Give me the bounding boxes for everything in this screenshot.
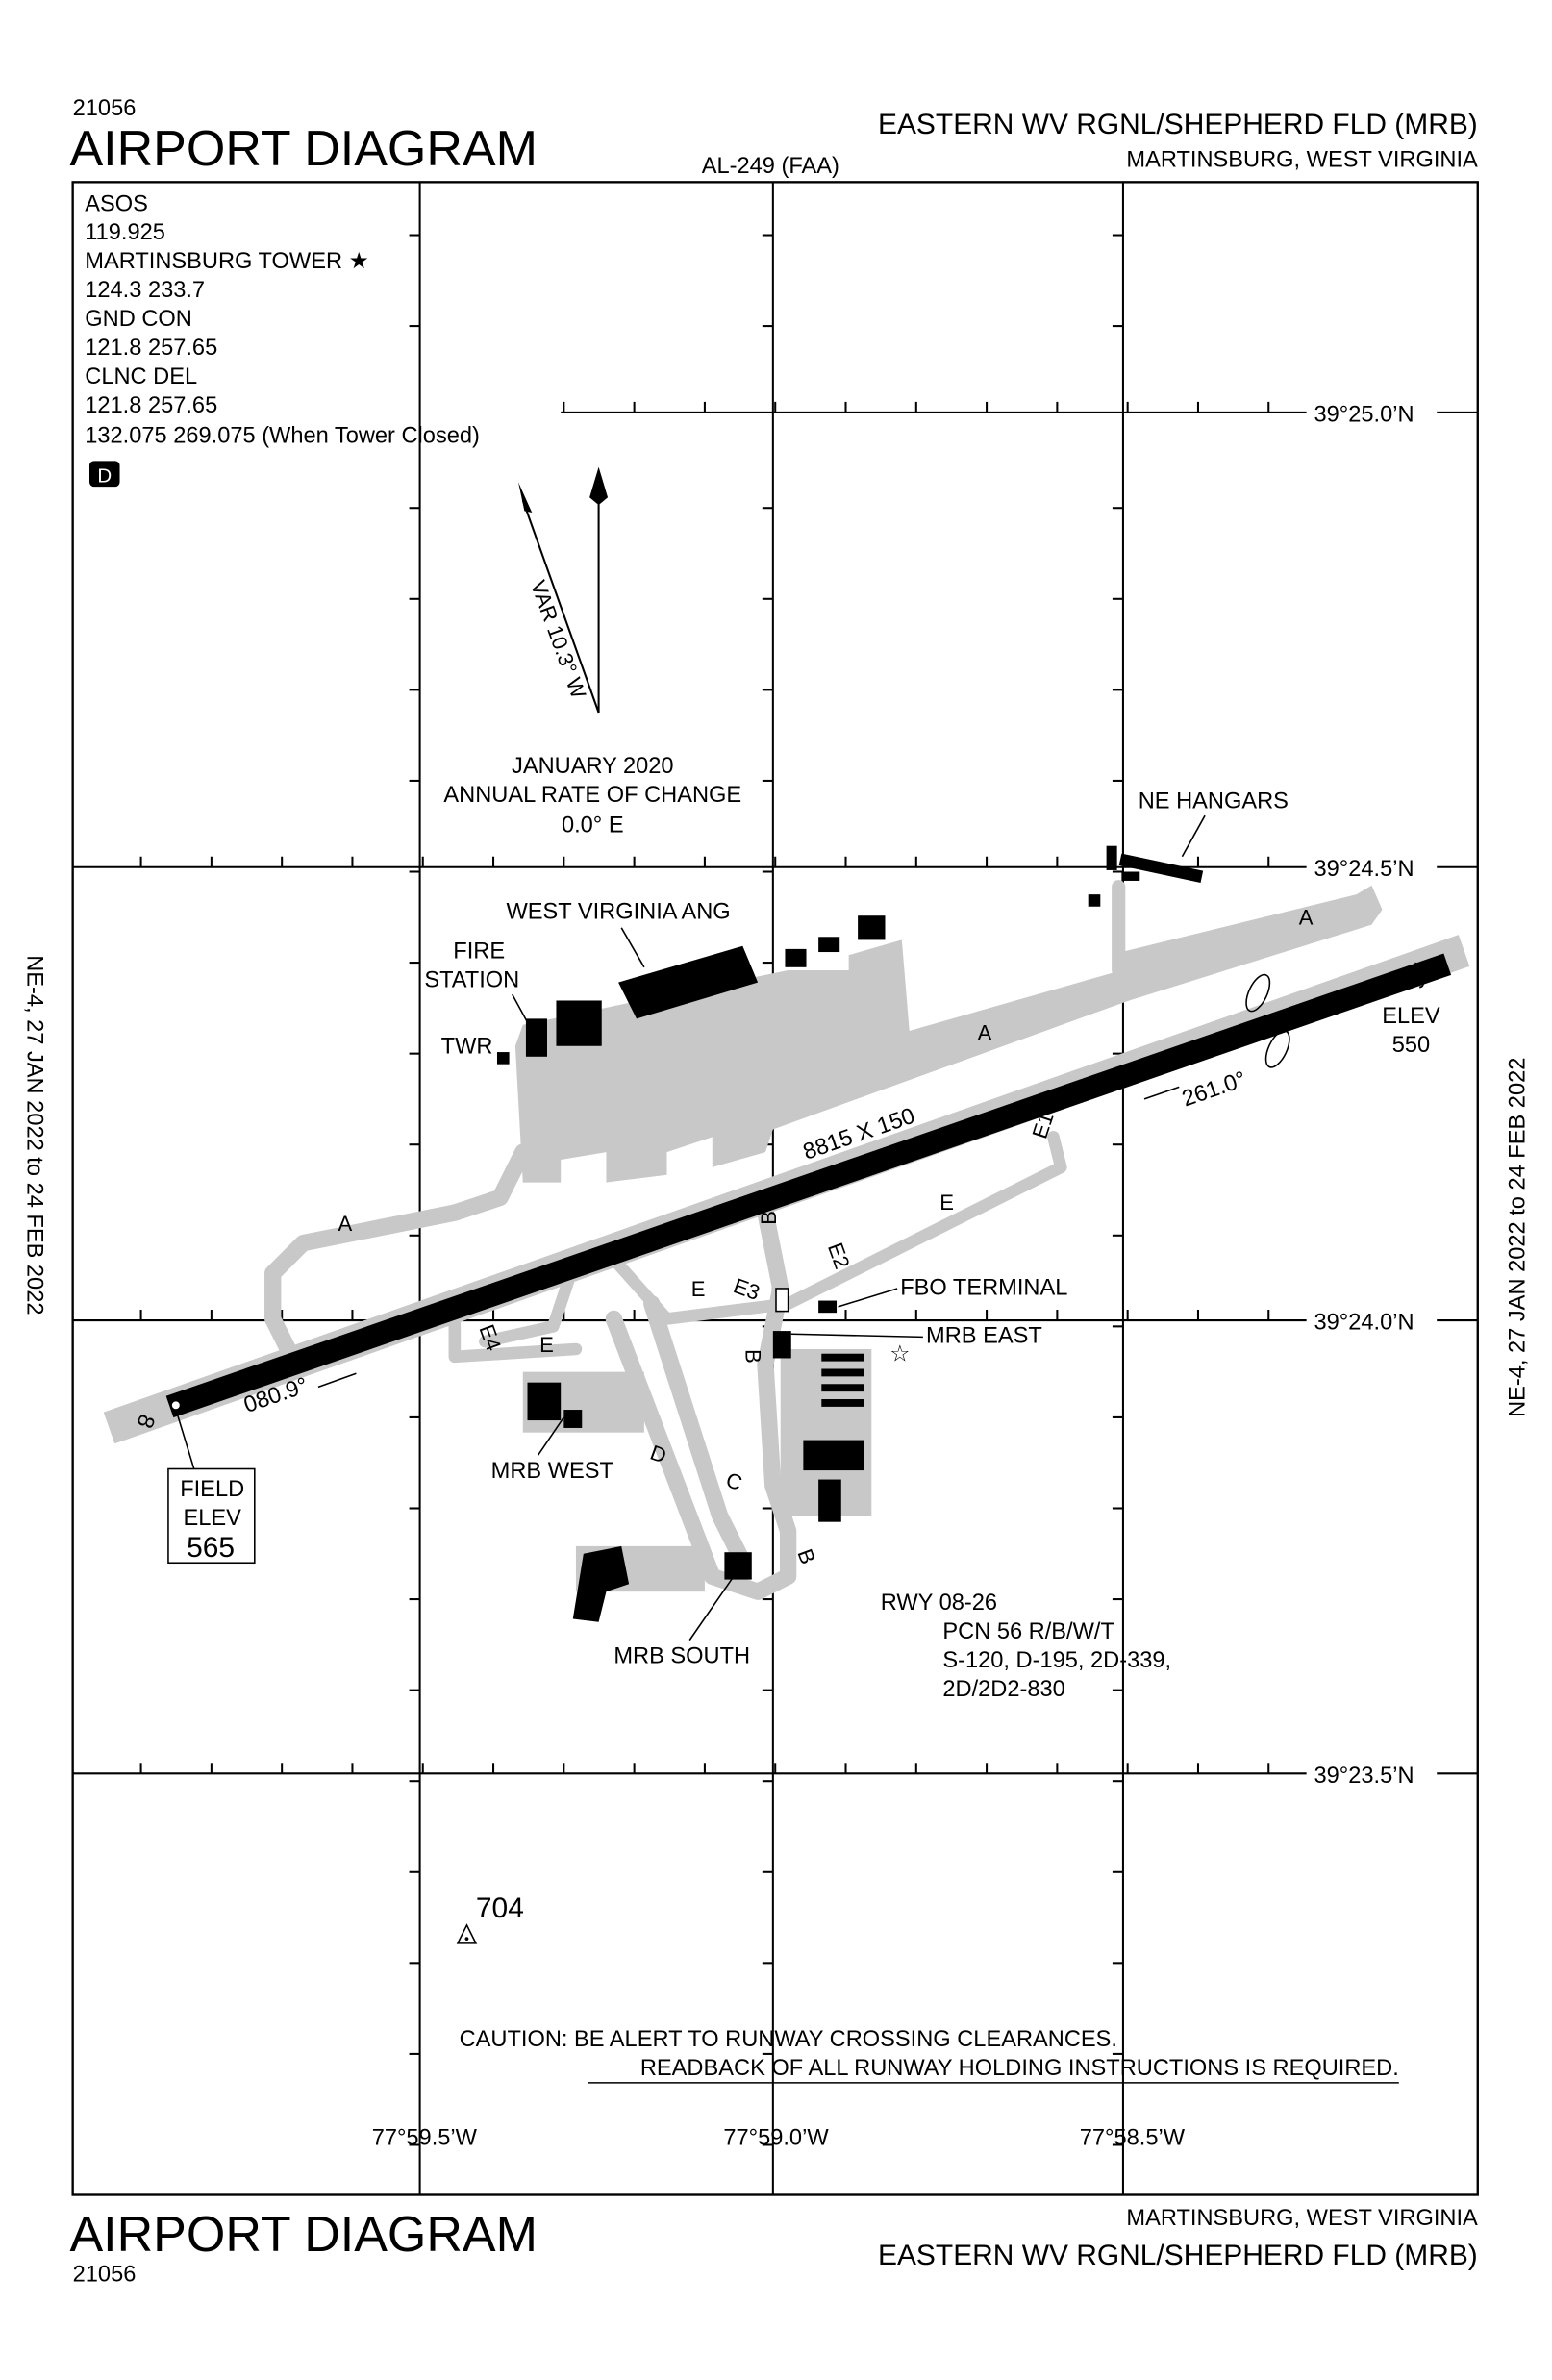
field-elev-box [167, 1467, 256, 1565]
grid-ticks [139, 234, 1270, 2146]
ne-hangars-label: NE HANGARS [1139, 789, 1289, 814]
field-elev-label: FIELD [180, 1477, 244, 1502]
longitude-label: 77°58.5’W [1080, 2125, 1186, 2150]
caution-line-2: READBACK OF ALL RUNWAY HOLDING INSTRUCTI… [640, 2056, 1399, 2081]
effective-dates-left: NE-4, 27 JAN 2022 to 24 FEB 2022 [21, 955, 46, 1315]
deice-badge-label: D [97, 464, 112, 487]
latitude-label: 39°24.0’N [1314, 1311, 1414, 1336]
taxiway-label: C [723, 1467, 746, 1495]
buildings [496, 845, 1204, 1622]
freq-line: 119.925 [85, 220, 165, 245]
airport-name: EASTERN WV RGNL/SHEPHERD FLD (MRB) [878, 109, 1478, 140]
chart-title: AIRPORT DIAGRAM [70, 121, 538, 177]
variation-label: VAR 10.3° W [526, 577, 591, 701]
field-elev-label: ELEV [183, 1506, 241, 1531]
caution-line-1: CAUTION: BE ALERT TO RUNWAY CROSSING CLE… [460, 2027, 1117, 2052]
runway-info: RWY 08-26 PCN 56 R/B/W/T S-120, D-195, 2… [881, 1591, 1171, 1702]
obstacle-icon [456, 1923, 478, 1944]
taxiway-label: B [740, 1349, 764, 1364]
latitude-label: 39°25.0’N [1314, 402, 1414, 427]
taxiway-label: E [539, 1333, 554, 1357]
deice-badge [88, 461, 120, 488]
fire-station-label: FIRE [453, 939, 505, 964]
taxiway-label: E [691, 1277, 706, 1301]
procedure-id: AL-249 (FAA) [702, 154, 839, 179]
mrb-west-label: MRB WEST [491, 1459, 613, 1484]
elev-26-value: 550 [1392, 1033, 1430, 1058]
latitude-label: 39°23.5’N [1314, 1764, 1414, 1789]
runway-info-line: PCN 56 R/B/W/T [942, 1619, 1114, 1644]
footer-airport-name: EASTERN WV RGNL/SHEPHERD FLD (MRB) [878, 2240, 1478, 2271]
taxiway-label: E3 [731, 1273, 763, 1305]
footer-chart-number: 21056 [73, 2262, 137, 2287]
freq-line: 132.075 269.075 (When Tower Closed) [85, 423, 480, 448]
field-elev-point-icon [170, 1399, 182, 1411]
obstacle-height: 704 [476, 1892, 524, 1924]
latitude-label: 39°24.5’N [1314, 857, 1414, 882]
magnetic-variation-arrows: VAR 10.3° W JANUARY 2020 ANNUAL RATE OF … [443, 466, 741, 839]
taxiway-label: B [792, 1545, 820, 1566]
taxiway-label: B [757, 1211, 781, 1225]
variation-date: JANUARY 2020 [512, 754, 674, 779]
field-elev-value: 565 [187, 1532, 235, 1564]
runway-info-line: RWY 08-26 [881, 1591, 997, 1616]
chart-number: 21056 [73, 96, 137, 121]
longitude-label: 77°59.5’W [372, 2125, 478, 2150]
chart-frame [71, 181, 1479, 2196]
freq-line: GND CON [85, 307, 192, 332]
rate-value: 0.0° E [562, 814, 624, 839]
obstacle: 704 [456, 1892, 524, 1944]
star-icon: ☆ [889, 1342, 910, 1367]
freq-line: 121.8 257.65 [85, 393, 217, 418]
wv-ang-label: WEST VIRGINIA ANG [506, 899, 730, 924]
footer-title: AIRPORT DIAGRAM [70, 2207, 538, 2263]
freq-line: MARTINSBURG TOWER ★ [85, 249, 369, 274]
true-north-arrow-icon [589, 466, 609, 506]
tower-label: TWR [441, 1035, 493, 1060]
mrb-south-label: MRB SOUTH [613, 1643, 750, 1668]
footer-location: MARTINSBURG, WEST VIRGINIA [1126, 2206, 1478, 2231]
freq-line: 121.8 257.65 [85, 336, 217, 361]
elev-26-label: ELEV [1382, 1004, 1440, 1029]
taxiway-label: A [1299, 906, 1314, 930]
freq-line: ASOS [85, 191, 148, 216]
airport-location: MARTINSBURG, WEST VIRGINIA [1126, 148, 1478, 173]
lat-lon-grid [72, 182, 1478, 2195]
taxiway-label: E [939, 1190, 954, 1215]
taxiway-label: A [338, 1212, 352, 1236]
coordinate-labels: 39°25.0’N 39°24.5’N 39°24.0’N 39°23.5’N … [372, 402, 1414, 2150]
freq-line: 124.3 233.7 [85, 278, 205, 303]
wind-cone-icon [1245, 973, 1290, 1068]
taxiway-label: A [978, 1020, 992, 1044]
runway-info-line: 2D/2D2-830 [942, 1677, 1064, 1702]
frequency-block: ASOS 119.925 MARTINSBURG TOWER ★ 124.3 2… [85, 191, 480, 487]
fbo-terminal-label: FBO TERMINAL [900, 1275, 1067, 1300]
fire-station-label: STATION [424, 967, 519, 992]
longitude-label: 77°59.0’W [723, 2125, 829, 2150]
effective-dates-right: NE-4, 27 JAN 2022 to 24 FEB 2022 [1506, 1058, 1531, 1417]
freq-line: CLNC DEL [85, 364, 197, 389]
magnetic-north-arrow-icon [518, 482, 533, 513]
mrb-east-label: MRB EAST [926, 1324, 1042, 1349]
rate-label: ANNUAL RATE OF CHANGE [443, 783, 741, 808]
main-apron [514, 885, 1383, 1183]
runway-info-line: S-120, D-195, 2D-339, [942, 1648, 1171, 1673]
runway-heading-26: 261.0° [1179, 1067, 1249, 1113]
facility-labels: NE HANGARS WEST VIRGINIA ANG FIRE STATIO… [167, 789, 1289, 1668]
